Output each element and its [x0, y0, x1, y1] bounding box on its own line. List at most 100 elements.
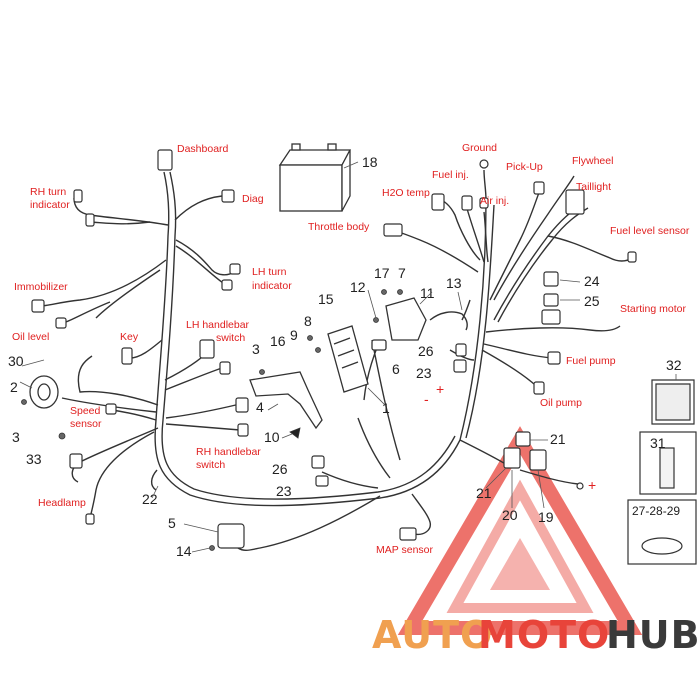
bolt-9: [315, 347, 321, 353]
label-rh-turn-2: indicator: [30, 199, 70, 211]
bolt-10: [289, 427, 301, 439]
bracket-4: [249, 371, 323, 430]
label-plus: +: [436, 381, 444, 397]
label-diag: Diag: [242, 193, 264, 205]
number-18: 18: [362, 154, 378, 170]
pickup-connector: [533, 181, 545, 195]
number-16: 16: [270, 333, 286, 349]
horn: [29, 375, 59, 409]
connector-23-left: [315, 475, 329, 487]
label-throttle-body: Throttle body: [308, 221, 370, 233]
label-lh-turn-1: LH turn: [252, 266, 287, 278]
watermark-auto: AUTO: [372, 613, 493, 657]
ground-terminal: [479, 159, 489, 169]
number-23-left: 23: [276, 483, 292, 499]
label-ground: Ground: [462, 142, 497, 154]
number-17: 17: [374, 265, 390, 281]
label-oil-level: Oil level: [12, 331, 49, 343]
label-plus-2: +: [588, 477, 596, 493]
lh-switch-connector-1: [199, 339, 215, 359]
bolts: [21, 289, 403, 551]
connector-26-right: [455, 343, 467, 357]
label-rh-turn-1: RH turn: [30, 186, 66, 198]
label-speed-1: Speed: [70, 405, 101, 417]
connector-23-right: [453, 359, 467, 373]
part-5-relay: [217, 523, 245, 549]
number-11: 11: [420, 285, 435, 301]
starter-relay: [541, 309, 561, 325]
number-19: 19: [538, 509, 554, 525]
fuel-inj-connector: [461, 195, 473, 211]
oil-level-connector: [55, 317, 67, 329]
number-14: 14: [176, 543, 192, 559]
label-fuel-pump: Fuel pump: [566, 355, 616, 367]
number-30: 30: [8, 353, 24, 369]
watermark-moto: MOTO: [478, 613, 610, 657]
number-5: 5: [168, 515, 176, 531]
label-key: Key: [120, 331, 139, 343]
rh-switch-connector-1: [235, 397, 249, 413]
label-air-inj: Air inj.: [480, 195, 509, 207]
number-15: 15: [318, 291, 334, 307]
label-immobilizer: Immobilizer: [14, 281, 68, 293]
key-connector: [121, 347, 133, 365]
label-speed-2: sensor: [70, 418, 102, 430]
number-32: 32: [666, 357, 682, 373]
dashboard-connector: [157, 149, 173, 171]
rh-turn-connector-1: [73, 189, 83, 203]
label-rh-switch-2: switch: [196, 459, 225, 471]
lh-turn-connector-2: [221, 279, 233, 291]
number-24: 24: [584, 273, 600, 289]
label-fuel-level-sensor: Fuel level sensor: [610, 225, 690, 237]
label-pick-up: Pick-Up: [506, 161, 543, 173]
part-20-connector: [503, 447, 521, 469]
number-33: 33: [26, 451, 42, 467]
ecu-unit: [327, 325, 369, 393]
air-inj-connector: [479, 197, 489, 209]
part-numbers: 1 2 3 3 4 5 6 7 8 9 10 11 12 13 14 15 16…: [8, 154, 682, 559]
diag-connector: [221, 189, 235, 203]
bolt-7: [397, 289, 403, 295]
relay-24: [543, 271, 559, 287]
number-26-left: 26: [272, 461, 288, 477]
number-9: 9: [290, 327, 298, 343]
number-20: 20: [502, 507, 518, 523]
immobilizer-connector: [31, 299, 45, 313]
relay-25: [543, 293, 559, 307]
headlamp-connector: [69, 453, 83, 469]
number-25: 25: [584, 293, 600, 309]
label-headlamp: Headlamp: [38, 497, 86, 509]
number-7: 7: [398, 265, 406, 281]
number-31: 31: [650, 435, 666, 451]
fuel-pump-connector: [547, 351, 561, 365]
bolt-33: [58, 432, 66, 440]
number-2: 2: [10, 379, 18, 395]
plus-terminal: [576, 482, 584, 490]
number-12: 12: [350, 279, 366, 295]
label-dashboard: Dashboard: [177, 143, 229, 155]
number-13: 13: [446, 275, 462, 291]
number-6: 6: [392, 361, 400, 377]
number-8: 8: [304, 313, 312, 329]
watermark-text: AUTO MOTO HUB: [372, 613, 700, 657]
number-26-right: 26: [418, 343, 434, 359]
label-lh-switch-1: LH handlebar: [186, 319, 250, 331]
label-lh-switch-2: switch: [216, 332, 245, 344]
bolt-3-mid: [259, 369, 265, 375]
side-parts: [627, 379, 697, 565]
leader-lines: [19, 161, 677, 553]
number-1: 1: [382, 400, 390, 416]
number-27-28-29: 27-28-29: [632, 504, 680, 518]
headlamp-connector-2: [85, 513, 95, 525]
number-22: 22: [142, 491, 158, 507]
label-fuel-inj: Fuel inj.: [432, 169, 469, 181]
fuel-level-connector: [627, 251, 637, 263]
number-21-left: 21: [476, 485, 492, 501]
bolt-12: [373, 317, 379, 323]
lh-turn-connector-1: [229, 263, 241, 275]
taillight-connector: [565, 189, 585, 215]
bolt-8: [307, 335, 313, 341]
map-sensor-connector: [399, 527, 417, 541]
speed-sensor-connector: [105, 403, 117, 415]
